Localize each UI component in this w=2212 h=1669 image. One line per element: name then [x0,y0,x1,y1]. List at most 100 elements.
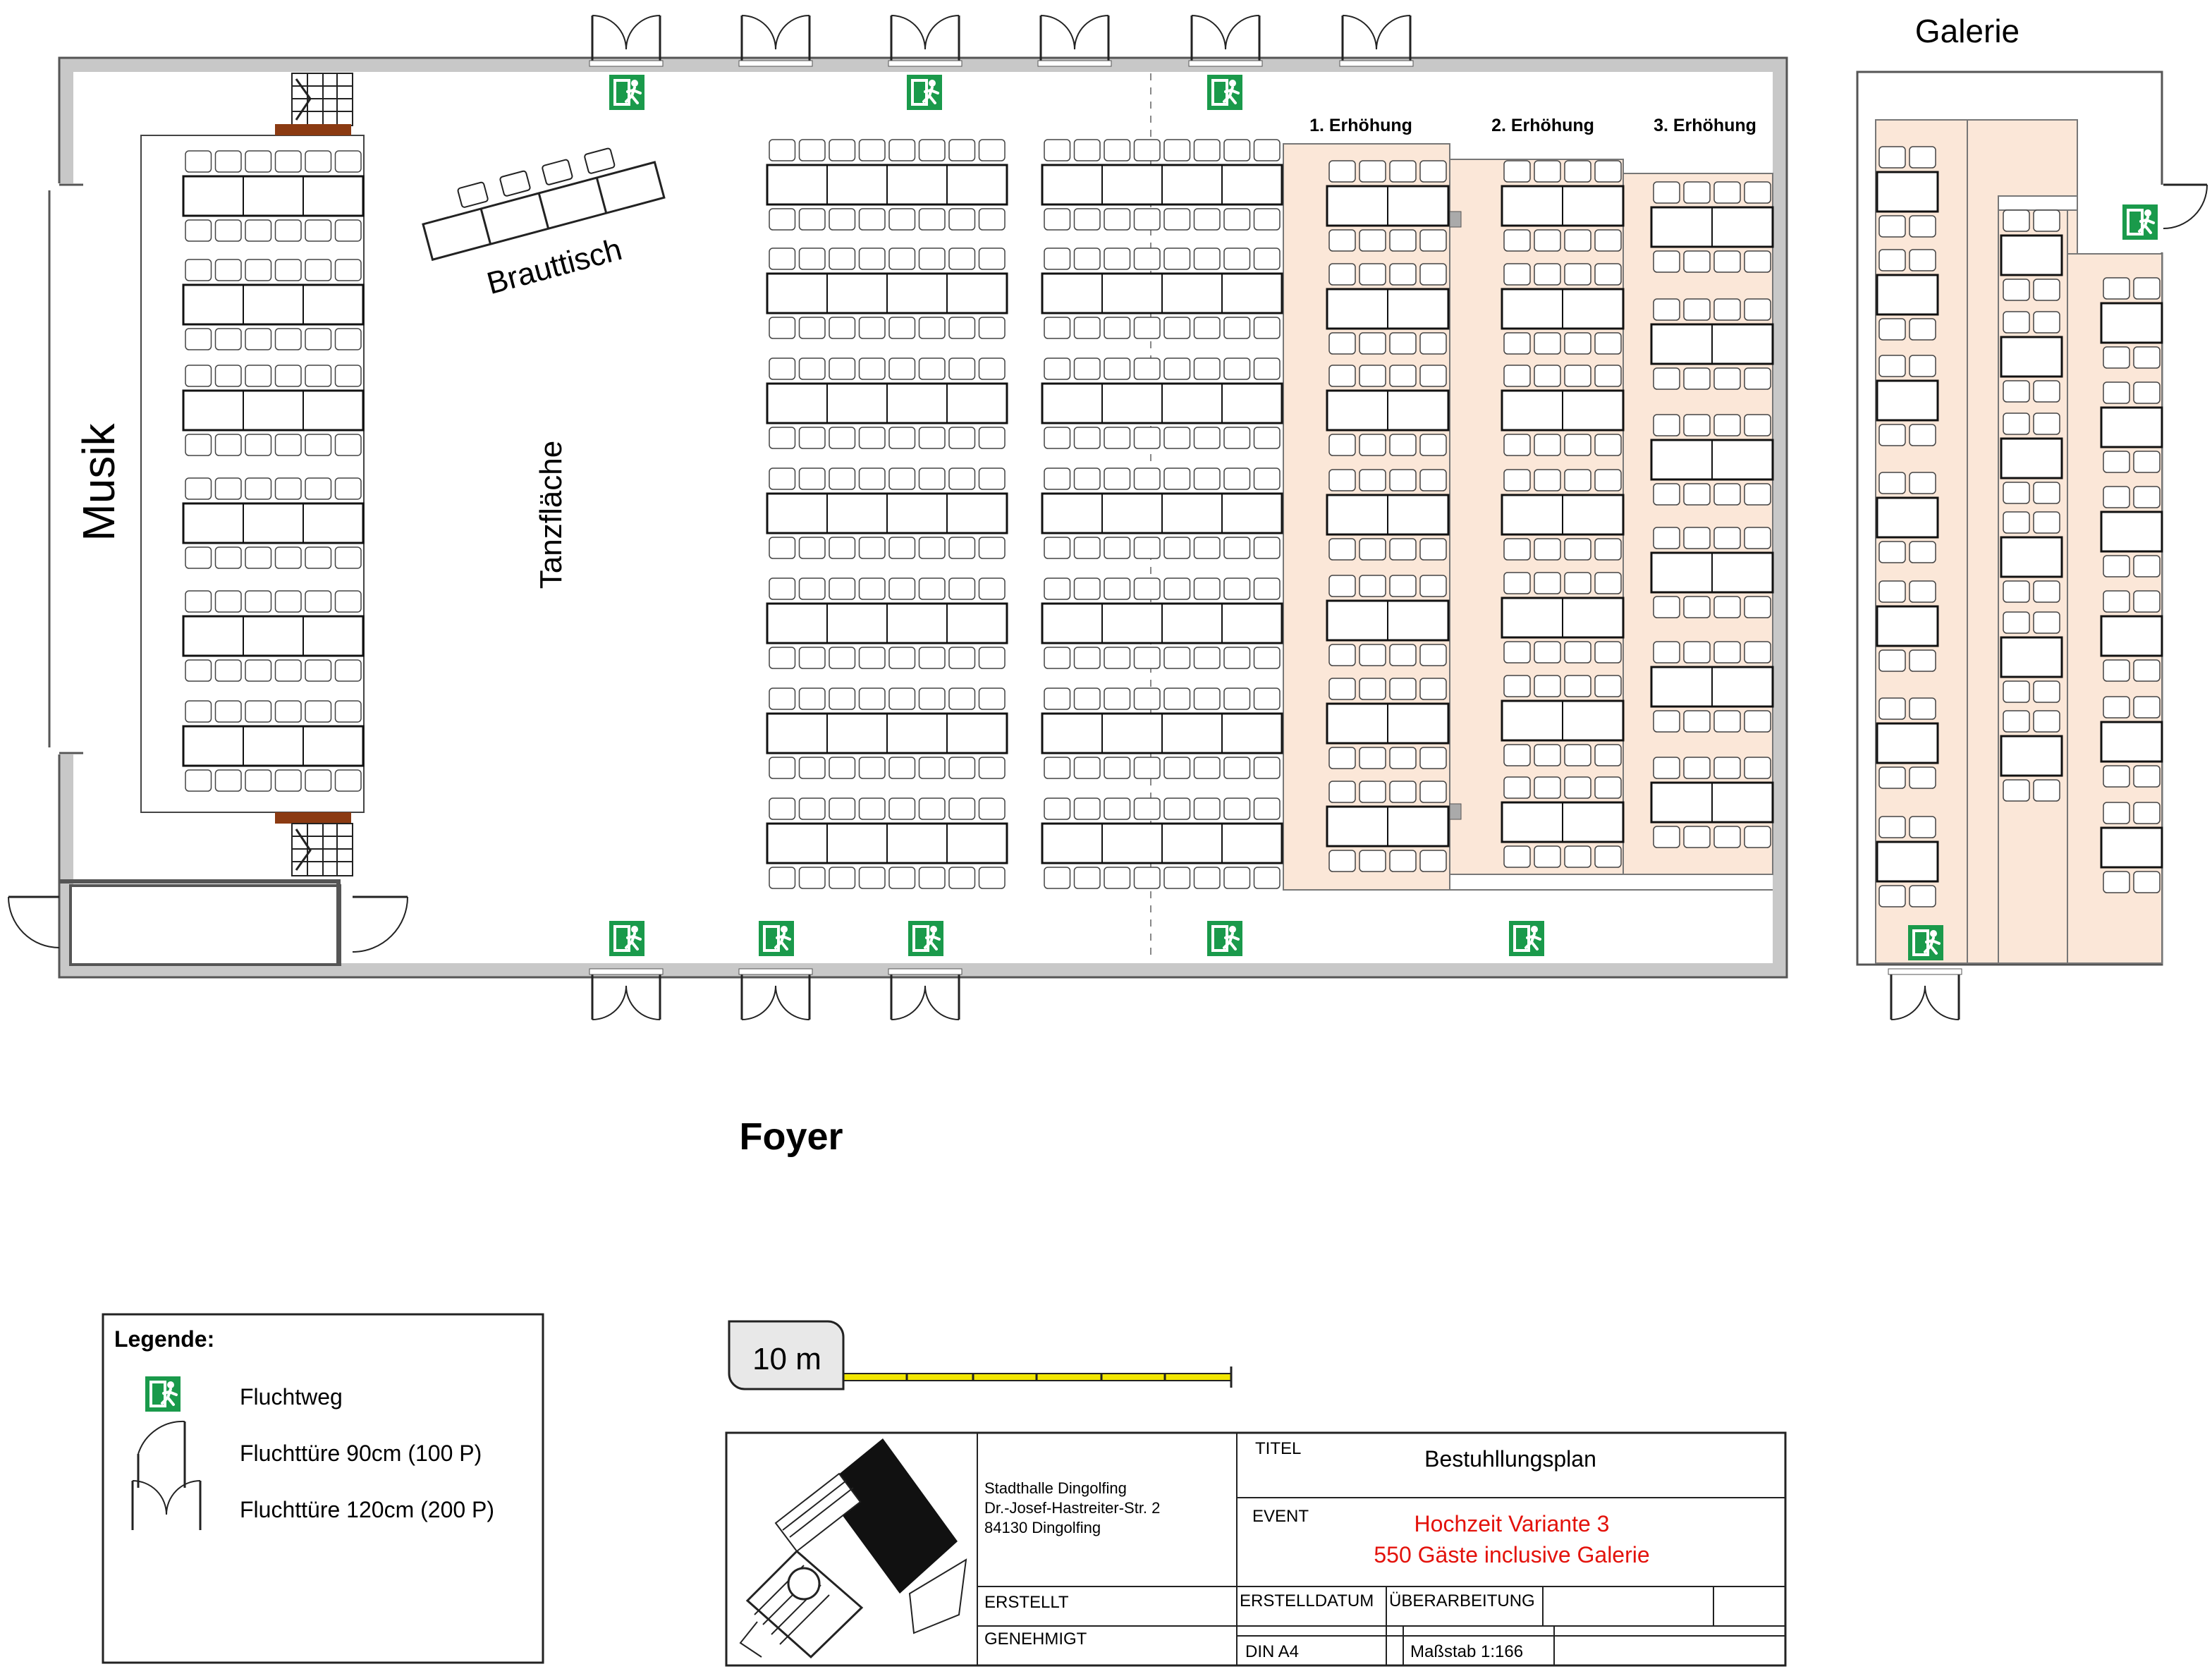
chair [1594,641,1622,664]
chair [1163,757,1191,779]
chair [245,546,272,569]
chair [274,769,302,792]
chair [245,365,272,387]
chair [1534,641,1561,664]
chair [1534,675,1561,697]
chair [1419,781,1447,803]
legend-item-label: Fluchttüre 90cm (100 P) [240,1441,482,1466]
chair [185,769,212,792]
chair [1713,367,1741,390]
chair [1534,538,1561,561]
chair [245,590,272,613]
chair [1163,247,1191,270]
chair [918,687,946,710]
single-door-icon [137,1420,186,1488]
chair [798,247,826,270]
door-opening [1037,60,1112,67]
chair [948,757,976,779]
table [2000,412,2063,504]
chair [1328,263,1356,286]
chair [769,867,796,889]
chair [918,357,946,380]
double-door-icon [1339,15,1414,67]
chair [1564,675,1591,697]
chair [769,427,796,449]
table [1041,797,1283,889]
chair [1044,797,1071,820]
chair [1878,649,1906,672]
single-door-icon [8,895,60,948]
chair [245,150,272,173]
tanzflaeche-label: Tanzfläche [534,441,568,589]
table [1326,469,1450,561]
event-label: EVENT [1252,1507,1309,1526]
chair [214,150,242,173]
table [2000,311,2063,403]
chair [1104,577,1131,600]
chair [1044,139,1071,161]
chair [1594,744,1622,766]
chair [274,365,302,387]
chair [1223,357,1251,380]
table [766,687,1008,779]
table-top [182,283,365,326]
chair [1044,208,1071,231]
chair [1713,483,1741,506]
chair [2003,680,2030,703]
chair [2133,871,2161,893]
chair [1223,467,1251,490]
chair [334,365,362,387]
chair [1359,781,1386,803]
chair [274,150,302,173]
chair [1909,318,1936,341]
chair [798,647,826,669]
chair [1744,367,1771,390]
double-door-icon [888,968,963,1020]
chair [1713,527,1741,549]
legend: Legende: Fluchtweg Fluchttüre 90cm (100 … [102,1313,544,1664]
chair [829,537,856,559]
chair [185,659,212,682]
chair [1744,298,1771,321]
chair [274,477,302,500]
table-top [1876,379,1939,422]
chair [334,546,362,569]
chair [1253,317,1281,339]
chair [1223,208,1251,231]
chair [214,434,242,456]
door-swing [741,985,810,1020]
chair [1878,424,1906,446]
chair [1163,357,1191,380]
chair [1359,332,1386,355]
single-door-icon [2163,183,2208,229]
chair [978,317,1006,339]
chair [1359,747,1386,769]
table [1650,298,1774,390]
table [182,259,365,350]
table-top [182,502,365,544]
chair [2003,380,2030,403]
chair [858,537,886,559]
chair [1419,575,1447,597]
chair [1594,332,1622,355]
chair [1564,469,1591,491]
address-line: 84130 Dingolfing [984,1519,1101,1536]
chair [1223,139,1251,161]
chair [2003,511,2030,534]
foyer-label: Foyer [739,1115,843,1158]
chair [1133,577,1161,600]
chair [2103,555,2130,577]
table [2100,696,2163,788]
door-leaf [740,16,811,65]
chair [1133,317,1161,339]
chair [2033,209,2060,232]
chair [2003,710,2030,733]
seating-layout [182,139,2163,907]
chair [1133,757,1161,779]
chair [2003,311,2030,334]
chair [2103,451,2130,473]
table [1876,580,1939,672]
door-leaf [1039,16,1110,65]
chair [214,219,242,242]
table [2000,511,2063,603]
